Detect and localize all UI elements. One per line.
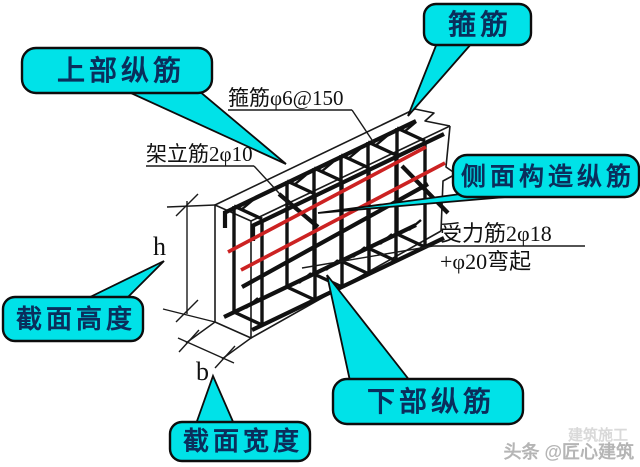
- callout-tail: [407, 42, 474, 117]
- callout-section-width: 截面宽度: [168, 373, 312, 463]
- h-dim-tick-bottom: [175, 299, 199, 323]
- stirrup-spec-label: 箍筋φ6@150: [228, 86, 343, 110]
- h-dim-ext-top: [166, 204, 216, 208]
- main-bar-spec-line2: +φ20弯起: [440, 249, 531, 274]
- callout-bubble: [331, 377, 525, 426]
- beam-top-near-edge: [250, 125, 451, 222]
- callout-upper-longitudinal: 上部纵筋: [20, 46, 287, 165]
- callout-label: 侧面构造纵筋: [461, 162, 635, 191]
- callout-label: 截面高度: [16, 304, 136, 334]
- callout-bubble: [422, 2, 533, 47]
- callout-bubble: [20, 46, 214, 95]
- callout-label: 上部纵筋: [57, 54, 185, 86]
- callout-lower-longitudinal: 下部纵筋: [326, 274, 525, 426]
- side-bar-upper: [227, 145, 427, 254]
- callout-bubble: [168, 420, 312, 463]
- bottom-near-bar: [251, 236, 445, 332]
- callout-side-constructional: 侧面构造纵筋: [317, 153, 640, 214]
- rebar-cage: [222, 119, 450, 332]
- leader-lines: [146, 109, 585, 269]
- top-near-bar: [251, 132, 445, 228]
- side-constructional-bars: [227, 145, 446, 272]
- watermark-text: 头条 @匠心建筑: [503, 441, 634, 462]
- callout-stirrup: 箍筋: [407, 2, 533, 117]
- b-dim-tick-left: [178, 329, 200, 353]
- beam-right-break-top: [414, 108, 451, 127]
- callout-label: 下部纵筋: [367, 385, 495, 417]
- callout-label: 箍筋: [448, 8, 512, 40]
- callout-section-height: 截面高度: [1, 260, 165, 343]
- stirrups: [232, 121, 427, 327]
- dimension-lines: [162, 193, 252, 369]
- main-bar-spec-line1: 受力筋2φ18: [440, 221, 552, 246]
- h-dim-tick-top: [175, 193, 199, 217]
- callout-bubble: [1, 295, 145, 343]
- dim-b-label: b: [196, 357, 209, 386]
- callout-label: 截面宽度: [183, 426, 303, 456]
- h-dim-ext-bottom: [162, 308, 216, 323]
- callout-tail: [85, 260, 165, 300]
- top-back-bar: [223, 119, 417, 215]
- beam-top-back-edge: [214, 108, 416, 206]
- watermark-echo: 建筑施工: [568, 426, 628, 444]
- side-bar-lower: [240, 161, 446, 272]
- erection-spec-leader: [253, 165, 291, 206]
- erection-bar-spec-label: 架立筋2φ10: [146, 142, 253, 166]
- callout-tail: [326, 274, 412, 382]
- main-spec-leader: [301, 245, 434, 269]
- b-dim-tick-right: [214, 345, 236, 369]
- callout-bubble: [451, 153, 640, 199]
- dim-h-label: h: [153, 232, 166, 261]
- stirrup-spec-leader: [351, 109, 375, 144]
